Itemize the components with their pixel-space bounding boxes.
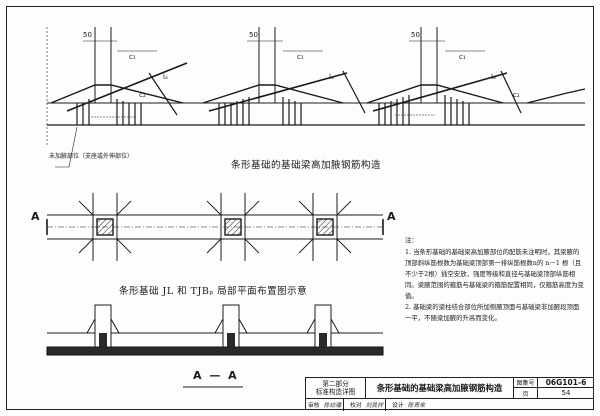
check-label: 校对 <box>350 403 362 409</box>
set-number-label: 图集号 <box>514 378 538 388</box>
section-mark-right: A <box>387 210 396 223</box>
section-mark-left: A <box>31 210 40 223</box>
signature-row: 审核 陈幼璠 校对 刘其祥 设计 陈青来 <box>306 398 594 411</box>
part-sub-label: 标准构造详图 <box>315 388 356 396</box>
beam-haunch-elevation <box>46 27 586 168</box>
dim-la-1: lₐ <box>163 73 168 81</box>
review-name: 陈幼璠 <box>323 403 342 409</box>
notes-block: 注： 1. 当条形基础的基础梁高加腋部位的配筋未注明时，其梁腋的顶部斜纵筋根数为… <box>405 235 585 324</box>
dim-la-2: lₐ <box>329 73 334 81</box>
title-block: 第二部分 标准构造详图 条形基础的基础梁高加腋钢筋构造 图集号 06G101-6… <box>305 377 594 411</box>
section-a-a <box>46 304 384 388</box>
design-label: 设计 <box>392 403 404 409</box>
dim-c2-1: c₂ <box>139 91 146 99</box>
section-a-a-title: A — A <box>193 369 239 382</box>
dim-50-2: 50 <box>249 31 258 39</box>
design-name: 陈青来 <box>407 403 426 409</box>
dim-c2-3: c₂ <box>513 91 520 99</box>
dim-c1-3: c₁ <box>459 53 466 61</box>
title-block-part: 第二部分 标准构造详图 <box>306 378 366 398</box>
part-label: 第二部分 <box>322 380 349 388</box>
note-item-2: 2. 基础梁的梁柱结合部位所加侧腋顶面与基础梁非加腋段顶面一平，不随梁加腋的升高… <box>405 303 580 322</box>
elevation-caption: 条形基础的基础梁高加腋钢筋构造 <box>231 160 382 171</box>
dim-c1-1: c₁ <box>129 53 136 61</box>
check-name: 刘其祥 <box>365 403 384 409</box>
plan-caption: 条形基础 JL 和 TJBₚ 局部平面布置图示意 <box>119 286 308 297</box>
column-stub-2 <box>258 27 276 103</box>
unhaunched-note: 未加腋部位（支座或外伸部位） <box>49 153 134 160</box>
note-item-1: 1. 当条形基础的基础梁高加腋部位的配筋未注明时，其梁腋的顶部斜纵筋根数为基础梁… <box>405 248 584 300</box>
review-label: 审核 <box>308 403 320 409</box>
drawing-title: 条形基础的基础梁高加腋钢筋构造 <box>366 378 514 398</box>
dim-50-1: 50 <box>83 31 92 39</box>
dim-c1-2: c₁ <box>297 53 304 61</box>
strip-foundation-plan <box>46 193 384 261</box>
set-number: 06G101-6 <box>538 378 594 388</box>
dim-la-3: lₐ <box>491 73 496 81</box>
page-number: 54 <box>561 389 571 397</box>
column-stub-1 <box>94 27 112 103</box>
notes-heading: 注： <box>405 236 418 244</box>
drawing-sheet: 50 c₁ lₐ c₂ 50 c₁ lₐ 50 c₁ lₐ c₂ 未加腋部位（支… <box>6 6 594 411</box>
dim-50-3: 50 <box>411 31 420 39</box>
technical-drawing <box>46 27 586 388</box>
page-label: 页 <box>514 388 538 398</box>
column-stub-3 <box>420 27 438 103</box>
